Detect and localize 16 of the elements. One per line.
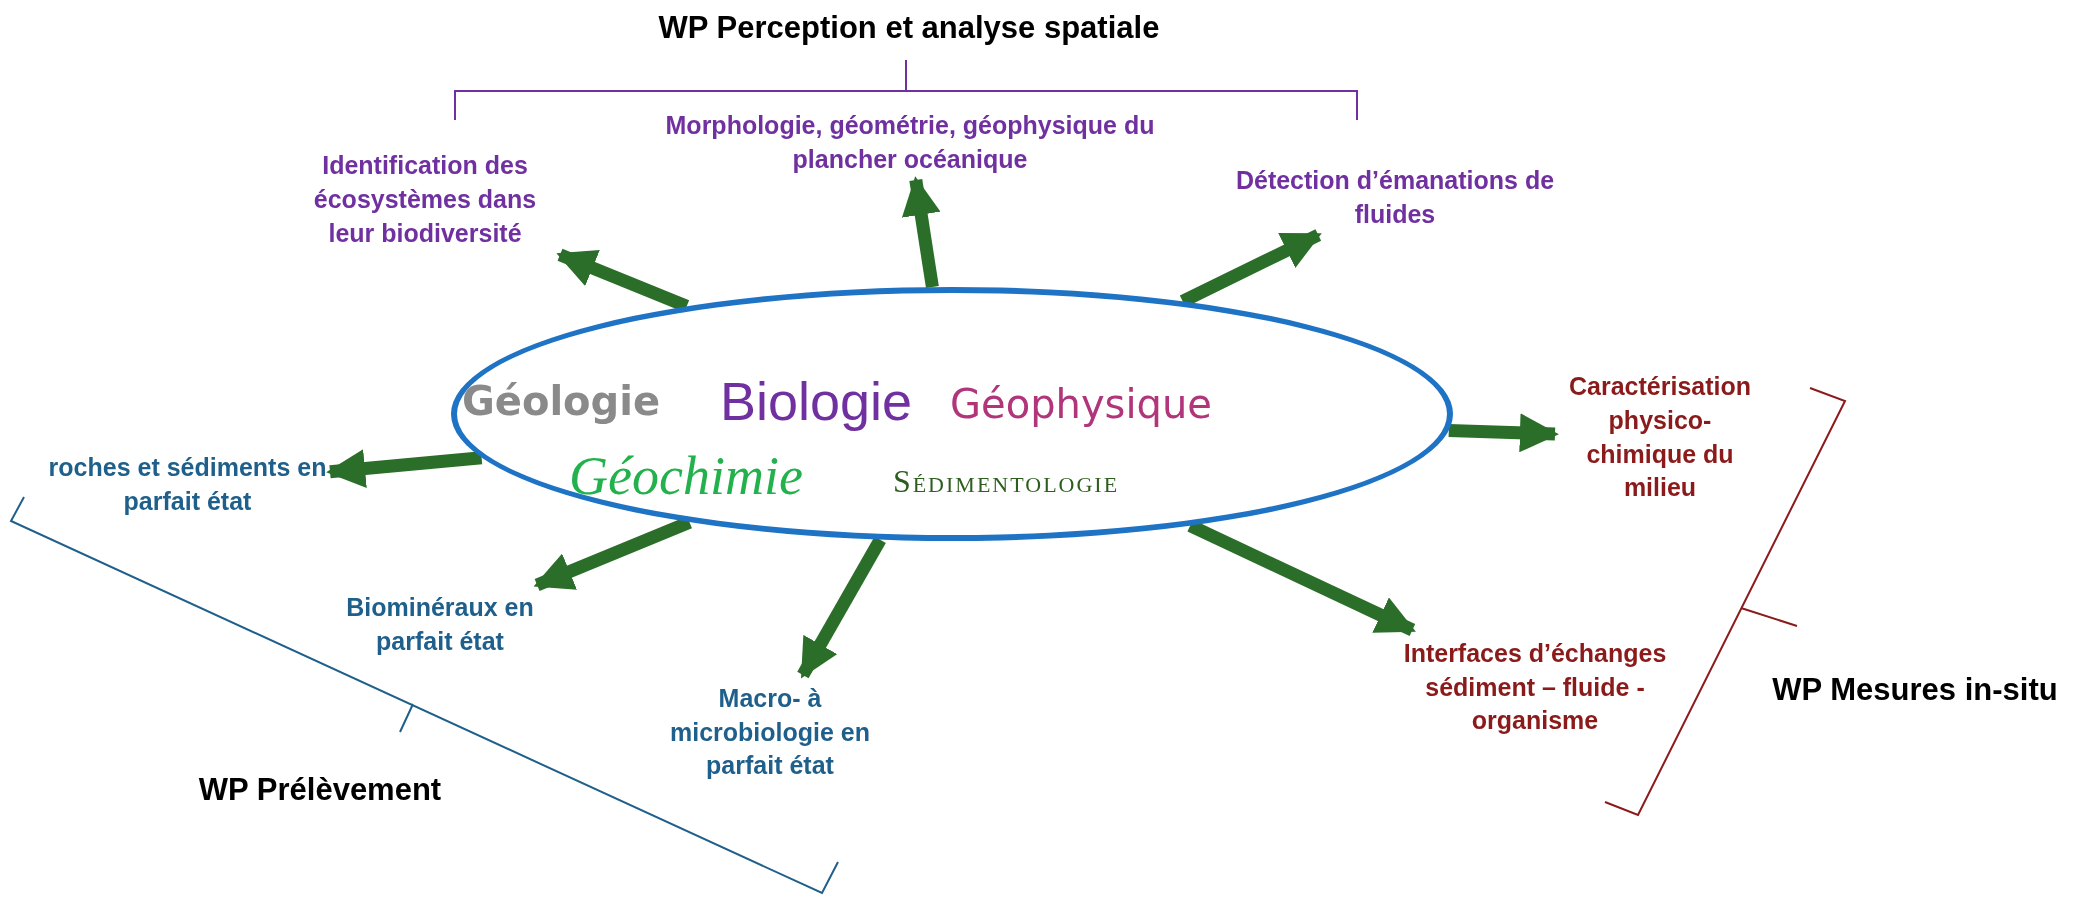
outcome-text: roches et sédiments en parfait état [45,445,330,525]
outcome-text: Biominéraux en parfait état [335,585,545,665]
outcome-text: Identification des écosystèmes dans leur biodiversité [290,145,560,255]
work-package-label: WP Prélèvement [198,772,442,808]
arrow [1448,413,1559,453]
arrow [901,176,941,289]
outcome-text: Détection d’émanations de fluides [1235,160,1555,235]
work-package-label: WP Perception et analyse spatiale [658,10,1160,46]
outcome-text: Macro- à microbiologie en parfait état [650,675,890,790]
outcome-text: Morphologie, géométrie, géophysique du plancher océanique [630,105,1190,180]
arrow [326,449,483,488]
outcome-text: Interfaces d’échanges sédiment – fluide - organisme [1390,630,1680,745]
ellipse-node [451,287,1453,541]
discipline-word: Sédimentologie [892,465,1120,497]
work-package-label: WP Mesures in-situ [1772,672,2058,708]
discipline-word: Géochimie [569,449,803,503]
